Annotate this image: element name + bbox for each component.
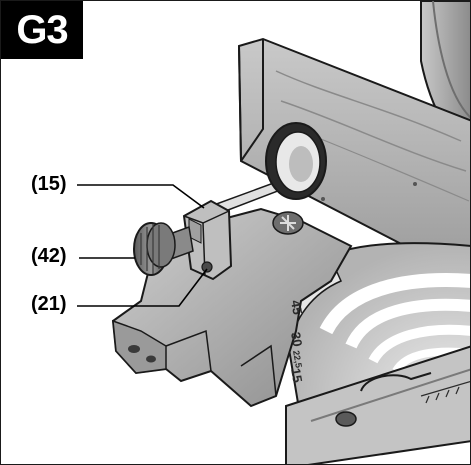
- scale-mark-22-5: 22,5: [291, 350, 304, 369]
- scale-mark-45: 45: [288, 299, 305, 316]
- callout-label-15: (15): [31, 173, 67, 195]
- miter-arm: [285, 345, 470, 464]
- clamp-body: [182, 199, 233, 281]
- leader-lines: [77, 184, 208, 307]
- scale-mark-15: 15: [288, 367, 305, 384]
- figure-badge: G3: [1, 1, 83, 59]
- callout-label-21: (21): [31, 293, 67, 315]
- miter-scale-labels: 45 30 22,5 15: [288, 299, 305, 384]
- clamp-knob: [133, 222, 194, 276]
- pressure-pad: [265, 122, 327, 200]
- callout-label-42: (42): [31, 245, 67, 267]
- locating-hole: [201, 261, 213, 273]
- scale-mark-30: 30: [288, 331, 305, 348]
